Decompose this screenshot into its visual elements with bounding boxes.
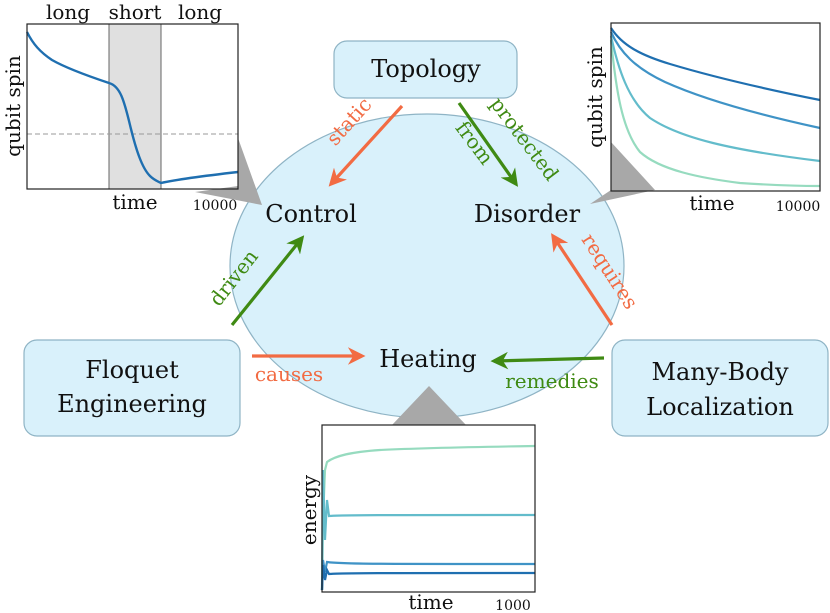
control-plot-top-label-short: short <box>109 0 162 24</box>
mbl-label-line1: Many-Body <box>651 358 788 386</box>
control-plot-frame <box>26 23 239 190</box>
control-plot-top-label-long-2: long <box>178 0 222 24</box>
topology-label: Topology <box>371 55 481 83</box>
arrow-static <box>328 104 404 187</box>
disorder-plot-series-1 <box>610 27 821 102</box>
heating-plot-series-4 <box>320 444 536 591</box>
edge-label-remedies: remedies <box>505 369 599 393</box>
pointer-heating-plot <box>392 386 466 425</box>
disorder-plot-ylabel: qubit spin <box>583 46 607 148</box>
disorder-plot: qubit spin time 10000 <box>583 22 821 215</box>
control-plot-top-label-long-1: long <box>46 0 90 24</box>
edge-label-causes: causes <box>255 362 323 386</box>
control-plot-xmax: 10000 <box>193 198 238 214</box>
heating-plot-ylabel: energy <box>297 474 321 545</box>
heating-plot-xlabel: time <box>408 590 453 613</box>
disorder-plot-series-4 <box>609 39 821 188</box>
control-label: Control <box>265 200 357 228</box>
disorder-plot-frame <box>610 22 821 192</box>
control-plot-series <box>25 31 239 185</box>
many-body-localization-box <box>611 339 829 437</box>
floquet-engineering-box <box>23 339 241 437</box>
heating-label: Heating <box>379 345 477 373</box>
disorder-plot-xmax: 10000 <box>776 199 821 215</box>
arrow-requires <box>551 233 614 326</box>
control-plot-xlabel: time <box>112 190 157 214</box>
floquet-label-line1: Floquet <box>85 356 179 384</box>
pointer-control-plot <box>195 138 262 205</box>
arrow-remedies <box>490 351 605 370</box>
arrow-driven <box>230 235 305 327</box>
heating-plot: energy time 1000 <box>297 424 536 613</box>
heating-plot-series-1 <box>320 564 536 591</box>
heating-plot-series-3 <box>320 469 536 591</box>
disorder-plot-series-3 <box>609 35 821 163</box>
disorder-plot-series-2 <box>609 31 821 130</box>
disorder-label: Disorder <box>474 200 581 228</box>
heating-plot-xmax: 1000 <box>495 598 531 613</box>
topology-box <box>333 40 518 99</box>
mbl-label-line2: Localization <box>646 393 794 421</box>
arrow-protected-from <box>457 102 519 187</box>
heating-plot-frame <box>321 424 536 593</box>
heating-plot-series-2 <box>320 559 536 591</box>
control-plot-short-band <box>109 24 161 189</box>
disorder-plot-xlabel: time <box>689 191 734 215</box>
floquet-label-line2: Engineering <box>57 390 207 418</box>
control-plot: long short long qubit spin time 10000 <box>1 0 239 214</box>
pointer-disorder-plot <box>590 142 655 204</box>
control-plot-ylabel: qubit spin <box>1 55 25 157</box>
